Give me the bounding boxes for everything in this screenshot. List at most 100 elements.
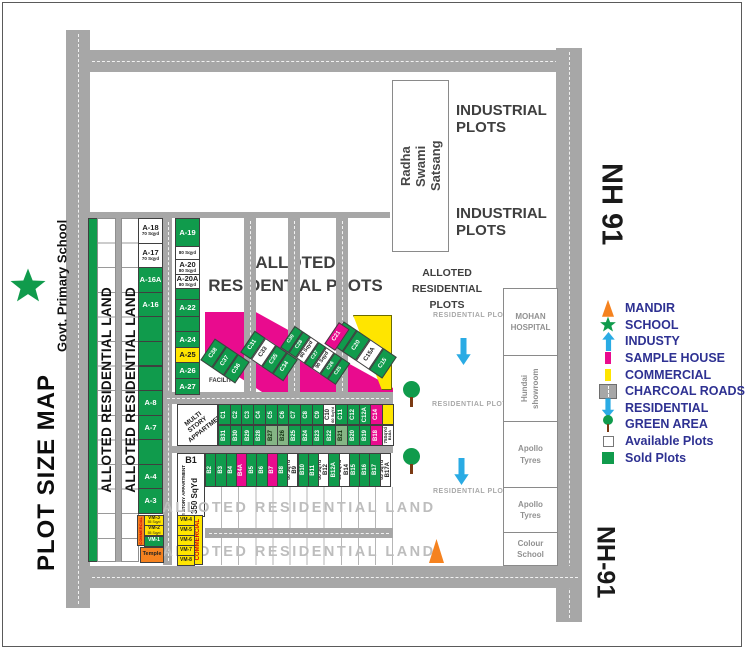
plot-cell — [138, 340, 163, 367]
plot-a-4: A-4 — [138, 463, 163, 490]
plot-id: B24 — [303, 429, 310, 441]
legend-item-residential: RESIDENTIAL — [598, 398, 742, 418]
plot-id: B26 — [279, 429, 286, 441]
legend-label: SCHOOL — [625, 317, 679, 332]
commercial-strip-label: COMMERCIAL — [195, 519, 202, 561]
plot-id: B18 — [373, 429, 380, 441]
mid-road-1 — [163, 392, 393, 404]
plot-id: C21 — [331, 330, 343, 343]
plot-id: B16 — [361, 464, 368, 476]
school-icon — [598, 316, 618, 334]
legend-item-commercial: COMMERCIAL — [598, 366, 742, 383]
band-1-label: ALLOTED RESIDENTIAL LAND — [162, 499, 436, 516]
strip-1-label: ALLOTED RESIDENTIAL LAND — [99, 287, 114, 493]
plot-id: B10 — [299, 464, 306, 476]
plot-size: 55 Sqyd — [147, 530, 161, 535]
residential-icon — [598, 398, 618, 418]
plot-id: A-24 — [179, 334, 196, 344]
tree-crown — [603, 415, 613, 426]
plot-cell: 80 Sqyd — [175, 246, 200, 260]
legend-item-industy: INDUSTY — [598, 333, 742, 350]
industry-icon — [598, 332, 618, 351]
plot-id: A-3 — [144, 496, 157, 506]
plot-id: B12A — [330, 462, 337, 478]
plot-id: VM-7 — [180, 546, 192, 553]
plot-id: A-8 — [144, 397, 157, 407]
legend-item-mandir: MANDIR — [598, 299, 742, 317]
plot-id: B20 — [350, 429, 357, 441]
plot-id: VM-1 — [148, 537, 160, 544]
plot-id: B4 — [228, 466, 235, 474]
plot-id: B15 — [351, 464, 358, 476]
plot-id: C7 — [291, 410, 298, 419]
plot-id: B8 — [279, 466, 286, 474]
plot-id: C3 — [244, 410, 251, 419]
plot-id: B25 — [291, 429, 298, 441]
school-star-icon — [10, 268, 46, 302]
building-label: Apollo Tyres — [518, 444, 543, 465]
alloted-residential-land-strip-1: ALLOTED RESIDENTIAL LAND — [97, 218, 116, 562]
satsang-line: Satsang — [428, 140, 443, 192]
building-label: MOHAN HOSPITAL — [510, 311, 551, 332]
plot-id: C15 — [377, 357, 389, 370]
nh91-top-label: NH 91 — [595, 162, 628, 246]
plot-a-27: A-27 — [175, 378, 200, 395]
plot-id: A-16A — [139, 275, 162, 284]
plot-cell — [175, 316, 200, 332]
alloted-residential-land-band-2: ALLOTED RESIDENTIAL LAND — [162, 538, 433, 565]
charcoal-roads-icon — [599, 383, 617, 399]
commercial-icon — [598, 368, 618, 381]
plot-id: B23 — [314, 429, 321, 441]
facility-label: FACILITY — [209, 378, 236, 384]
plot-size: 80 Sqyd — [178, 282, 197, 288]
plot-id: B27 — [268, 429, 275, 441]
plot-id: VM-2 — [148, 525, 160, 532]
plot-id: C34 — [279, 360, 291, 374]
industrial-plots-top-label: INDUSTRIAL PLOTS — [456, 102, 547, 136]
plot-size: 80 Sqyd — [178, 267, 197, 273]
plot-a-16: A-16 — [138, 291, 163, 318]
legend-label: CHARCOAL ROADS — [625, 384, 745, 399]
mid-road-2 — [172, 446, 393, 453]
legend-label: INDUSTY — [625, 334, 680, 349]
band-2-label: ALLOTED RESIDENTIAL LAND — [162, 543, 436, 560]
plot-commercial-end — [382, 404, 394, 425]
plot-id: A-20 — [179, 259, 196, 269]
plot-id: C8 — [303, 410, 310, 419]
right-road-nh91 — [556, 48, 582, 622]
plot-id: A-7 — [144, 422, 157, 432]
legend-label: COMMERCIAL — [625, 367, 712, 382]
plot-id: B19 — [361, 429, 368, 441]
tree-icon-1 — [403, 381, 420, 398]
tree-trunk-2 — [410, 464, 413, 474]
legend-label: MANDIR — [625, 301, 675, 316]
plot-a-22: A-22 — [175, 299, 200, 317]
plot-a-16a: A-16A — [138, 267, 163, 293]
mandir-icon — [602, 299, 614, 317]
sample-house-icon — [598, 352, 618, 365]
legend-item-charcoal-roads: CHARCOAL ROADS — [598, 383, 745, 400]
plot-id: A-19 — [179, 227, 196, 237]
a-column-road — [163, 218, 172, 565]
plot-id: C5 — [268, 410, 275, 419]
plot-id: C20 — [350, 339, 362, 352]
plot-id: B21 — [338, 429, 345, 441]
tree-stem — [607, 424, 609, 433]
plot-id: A-22 — [179, 303, 196, 313]
left-mid-road — [116, 218, 121, 562]
residential-arrow-icon-2 — [454, 458, 469, 485]
alloted-residential-land-strip-2: ALLOTED RESIDENTIAL LAND — [121, 218, 139, 562]
green-area-icon — [602, 415, 614, 433]
plot-a-3: A-3 — [138, 488, 163, 514]
plot-id: VM-4 — [180, 516, 192, 523]
plot-id: B6 — [258, 466, 265, 474]
plot-id: B28 — [256, 429, 263, 441]
legend-item-available-plots: Available Plots — [598, 433, 742, 450]
plot-a-26: A-26 — [175, 362, 200, 379]
legend-label: Sold Plots — [625, 450, 687, 465]
plot-cell — [138, 365, 163, 392]
